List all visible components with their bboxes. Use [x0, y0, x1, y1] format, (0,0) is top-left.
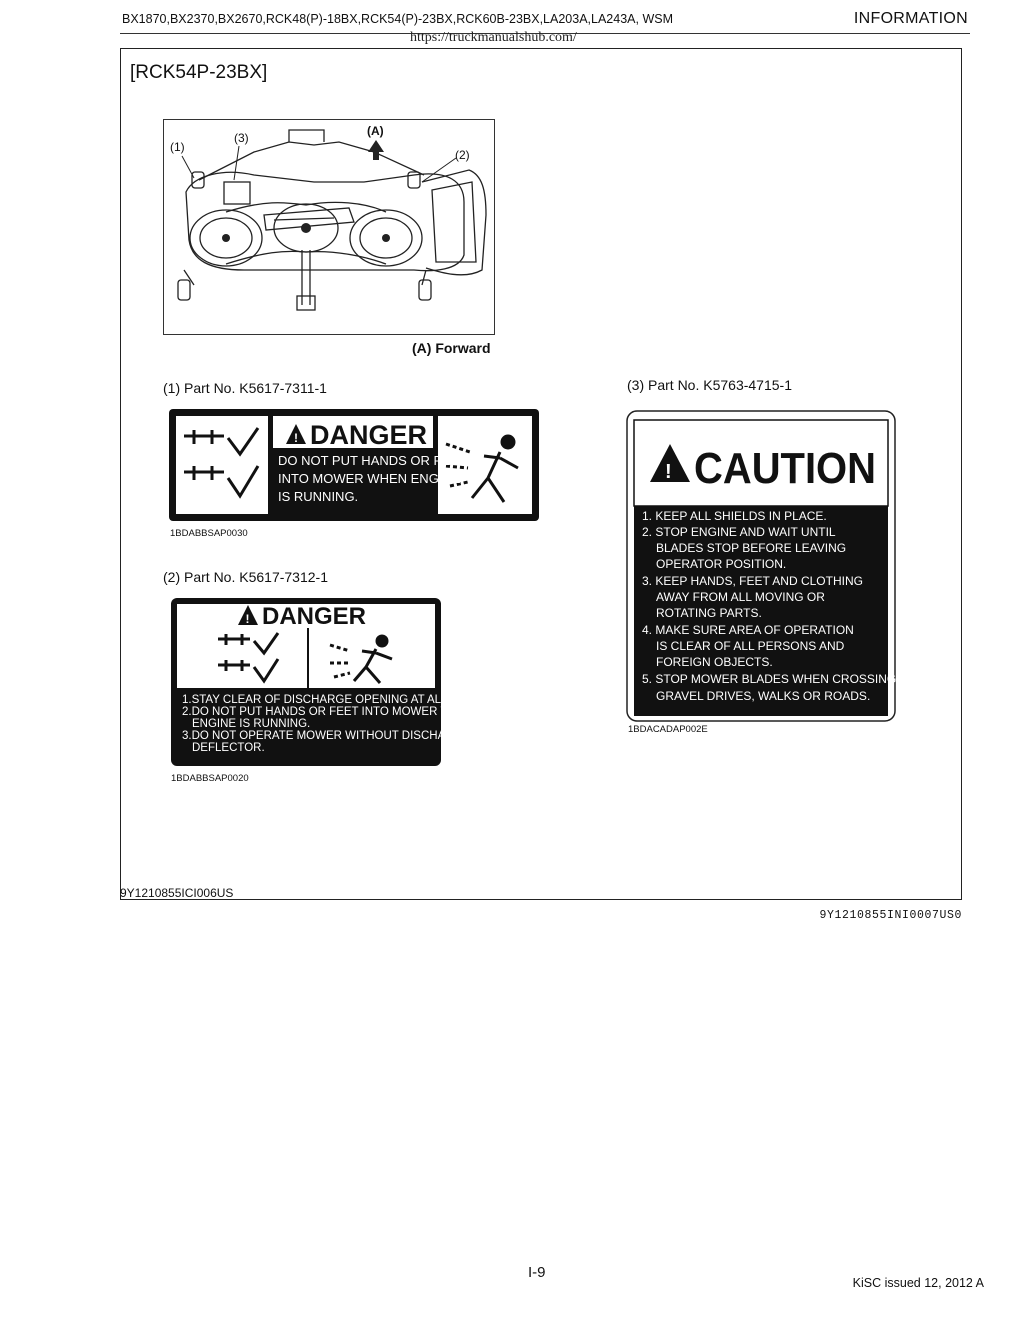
svg-text:!: !: [665, 461, 672, 483]
label3-line4: OPERATOR POSITION.: [656, 557, 786, 571]
label2-code: 1BDABBSAP0020: [171, 773, 249, 784]
callout-1: (1): [170, 140, 185, 154]
label2-heading: DANGER: [262, 603, 366, 630]
document-id-secondary: 9Y1210855INI0007US0: [819, 909, 962, 922]
label1-part-number: (1) Part No. K5617-7311-1: [163, 380, 327, 396]
label3-line9: IS CLEAR OF ALL PERSONS AND: [656, 639, 845, 653]
label2-line5: DEFLECTOR.: [192, 742, 265, 754]
issue-date: KiSC issued 12, 2012 A: [852, 1276, 984, 1290]
label3-line7: ROTATING PARTS.: [656, 606, 762, 620]
label2-line2: 2.DO NOT PUT HANDS OR FEET INTO MOWER WH…: [182, 706, 442, 718]
label1-line1: DO NOT PUT HANDS OR FEET: [278, 453, 467, 468]
label1-line2: INTO MOWER WHEN ENGINE: [278, 471, 461, 486]
mower-deck-drawing: (1) (3) (A) (2): [170, 124, 487, 311]
label1-heading: DANGER: [310, 420, 427, 450]
danger-label-1: ! DANGER DO NOT PUT HANDS OR FEET INTO M…: [168, 408, 540, 522]
label2-line1: 1.STAY CLEAR OF DISCHARGE OPENING AT ALL…: [182, 694, 442, 706]
danger-label-2: ! DANGER 1.STAY CLEAR OF DISCHARGE OPENI…: [170, 597, 488, 767]
label3-part-number: (3) Part No. K5763-4715-1: [627, 377, 792, 393]
warning-triangle-icon: !: [650, 444, 690, 483]
mower-deck-figure: (1) (3) (A) (2): [163, 119, 495, 335]
label3-line2: 2. STOP ENGINE AND WAIT UNTIL: [642, 525, 836, 539]
label3-code: 1BDACADAP002E: [628, 724, 708, 735]
label1-line3: IS RUNNING.: [278, 489, 358, 504]
svg-text:!: !: [294, 431, 298, 445]
label3-line10: FOREIGN OBJECTS.: [656, 655, 773, 669]
warning-triangle-icon: !: [286, 424, 306, 445]
svg-text:!: !: [246, 612, 250, 626]
label3-line5: 3. KEEP HANDS, FEET AND CLOTHING: [642, 574, 863, 588]
label2-line4: 3.DO NOT OPERATE MOWER WITHOUT DISCHARGE: [182, 730, 442, 742]
page-number: I-9: [528, 1264, 546, 1281]
label3-line6: AWAY FROM ALL MOVING OR: [656, 590, 825, 604]
figure-caption: (A) Forward: [412, 340, 491, 356]
label3-line8: 4. MAKE SURE AREA OF OPERATION: [642, 623, 854, 637]
callout-2: (2): [455, 148, 470, 162]
warning-triangle-icon: !: [238, 605, 258, 626]
label2-line3: ENGINE IS RUNNING.: [192, 718, 310, 730]
header-url-link[interactable]: https://truckmanualshub.com/: [410, 30, 577, 45]
label3-line11: 5. STOP MOWER BLADES WHEN CROSSING: [642, 672, 896, 686]
label3-heading: CAUTION: [694, 444, 876, 493]
label3-line1: 1. KEEP ALL SHIELDS IN PLACE.: [642, 509, 827, 523]
content-frame: [120, 48, 962, 900]
label3-line3: BLADES STOP BEFORE LEAVING: [656, 541, 846, 555]
model-title: [RCK54P-23BX]: [130, 62, 268, 83]
callout-3: (3): [234, 131, 249, 145]
label3-line12: GRAVEL DRIVES, WALKS OR ROADS.: [656, 689, 870, 703]
document-id: 9Y1210855ICI006US: [120, 886, 234, 900]
callout-a: (A): [367, 124, 384, 138]
header-section: INFORMATION: [853, 10, 968, 27]
header-models: BX1870,BX2370,BX2670,RCK48(P)-18BX,RCK54…: [122, 12, 673, 26]
header-rule: [120, 33, 970, 34]
label1-code: 1BDABBSAP0030: [170, 528, 248, 539]
label2-part-number: (2) Part No. K5617-7312-1: [163, 569, 328, 585]
caution-label-3: ! CAUTION 1. KEEP ALL SHIELDS IN PLACE. …: [626, 410, 896, 722]
